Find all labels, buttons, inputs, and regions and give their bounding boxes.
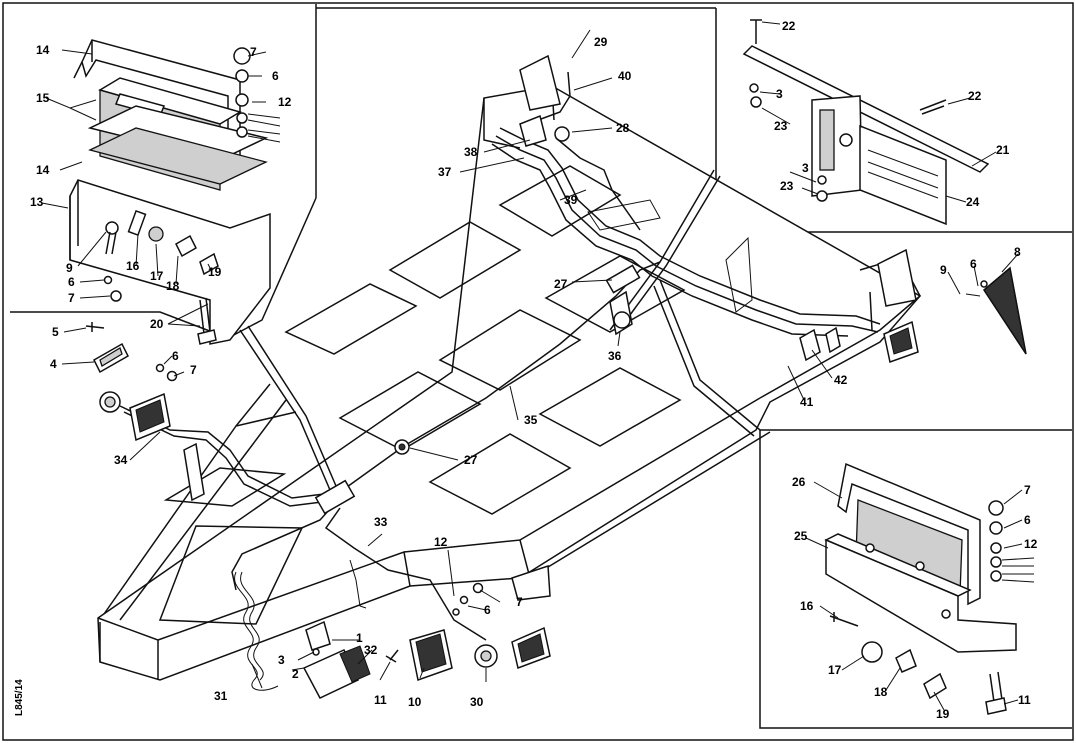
callout-23-lower: 23 [780, 179, 794, 193]
callout-36: 36 [608, 349, 622, 363]
callout-8: 8 [1014, 245, 1021, 259]
inset-top-right-plate-bracket [742, 19, 990, 226]
callout-22-top: 22 [782, 19, 796, 33]
callout-3-lower: 3 [802, 161, 809, 175]
callout-42: 42 [834, 373, 848, 387]
callout-18-topleft: 18 [166, 279, 180, 293]
harness-clips [183, 114, 841, 609]
callout-31: 31 [214, 689, 228, 703]
trailer-chassis [97, 54, 922, 681]
leader-lines [41, 21, 1023, 711]
callout-3-topright: 3 [776, 87, 783, 101]
reference-code: L845/14 [14, 679, 25, 716]
loose-parts-main [85, 322, 484, 699]
callout-6-bottomright: 6 [1024, 513, 1031, 527]
callout-33: 33 [374, 515, 388, 529]
callout-23-top: 23 [774, 119, 788, 133]
callout-32: 32 [364, 643, 378, 657]
callout-21: 21 [996, 143, 1010, 157]
callout-19-topleft: 19 [208, 265, 222, 279]
callout-12-topleft: 12 [278, 95, 292, 109]
callout-12-bottomright: 12 [1024, 537, 1038, 551]
callout-10: 10 [408, 695, 422, 709]
callout-7-bottomright: 7 [1024, 483, 1031, 497]
callout-38: 38 [464, 145, 478, 159]
callout-16-bottomright: 16 [800, 599, 814, 613]
callout-7-left: 7 [68, 291, 75, 305]
callout-34: 34 [114, 453, 128, 467]
callout-13: 13 [30, 195, 44, 209]
callout-6-main: 6 [484, 603, 491, 617]
callout-9-right: 9 [940, 263, 947, 277]
callout-41: 41 [800, 395, 814, 409]
callout-7-main: 7 [516, 595, 523, 609]
callout-37: 37 [438, 165, 452, 179]
callout-15: 15 [36, 91, 50, 105]
callout-29: 29 [594, 35, 608, 49]
callout-11-bottomright: 11 [1018, 693, 1031, 707]
callout-26: 26 [792, 475, 806, 489]
callout-35: 35 [524, 413, 538, 427]
callout-2: 2 [292, 667, 299, 681]
reflector-8 [965, 266, 1027, 355]
callout-labels: 14 7 6 12 15 14 13 9 16 17 18 19 6 7 20 … [14, 19, 1038, 721]
callout-6-left: 6 [68, 275, 75, 289]
callout-16-topleft: 16 [126, 259, 140, 273]
callout-20: 20 [150, 317, 164, 331]
callout-11-main: 11 [374, 693, 387, 707]
callout-7-mainleft: 7 [190, 363, 197, 377]
callout-7-topleft: 7 [250, 45, 257, 59]
callout-14-mid: 14 [36, 163, 50, 177]
callout-14-top: 14 [36, 43, 50, 57]
callout-5: 5 [52, 325, 59, 339]
callout-24: 24 [966, 195, 980, 209]
callout-25: 25 [794, 529, 808, 543]
chassis-lamps [99, 320, 919, 670]
callout-6-topleft: 6 [272, 69, 279, 83]
callout-30: 30 [470, 695, 484, 709]
callout-28: 28 [616, 121, 630, 135]
inset-bottom-right-bracket [824, 462, 1035, 715]
callout-40: 40 [618, 69, 632, 83]
callout-9-topleft: 9 [66, 261, 73, 275]
callout-22-right: 22 [968, 89, 982, 103]
inset-top-left-bracket [69, 39, 281, 345]
callout-27-center: 27 [464, 453, 478, 467]
callout-19-bottomright: 19 [936, 707, 950, 721]
callout-4: 4 [50, 357, 57, 371]
callout-1: 1 [356, 631, 363, 645]
callout-3-main: 3 [278, 653, 285, 667]
callout-18-bottomright: 18 [874, 685, 888, 699]
callout-12-main: 12 [434, 535, 448, 549]
callout-27-right: 27 [554, 277, 568, 291]
callout-6-right: 6 [970, 257, 977, 271]
callout-39: 39 [564, 193, 578, 207]
callout-6-mainleft: 6 [172, 349, 179, 363]
callout-17-topleft: 17 [150, 269, 164, 283]
callout-17-bottomright: 17 [828, 663, 842, 677]
